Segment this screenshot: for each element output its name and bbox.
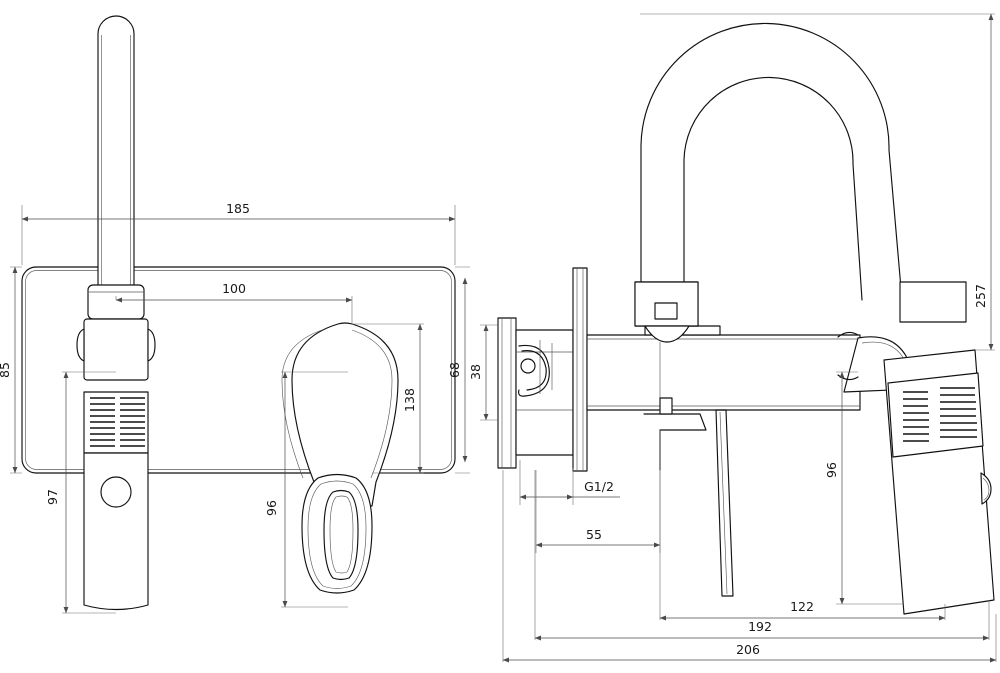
side-valve-detail [518, 340, 553, 397]
front-spout-collar [87, 284, 145, 320]
side-handle-knurl [903, 387, 977, 442]
dim-label-185: 185 [226, 201, 250, 216]
dim-85: 85 [0, 266, 22, 474]
dim-122: 122 [659, 430, 946, 621]
side-handle [837, 281, 995, 615]
dim-label-192: 192 [748, 619, 772, 634]
dim-label-206: 206 [736, 642, 760, 657]
dim-label-G12: G1/2 [584, 479, 614, 494]
dim-label-96-front: 96 [264, 500, 279, 516]
dim-label-257: 257 [973, 284, 988, 308]
dim-38: 38 [468, 324, 498, 421]
dim-138: 138 [352, 323, 424, 474]
dim-96-front: 96 [264, 371, 348, 608]
side-body-arm [586, 325, 861, 411]
front-elevation-view: 185 100 85 138 68 97 [0, 15, 470, 614]
dim-label-55: 55 [586, 527, 602, 542]
side-elevation-view: 38 G1/2 55 96 122 [468, 13, 997, 663]
dim-label-38: 38 [468, 364, 483, 380]
dim-G12: G1/2 [519, 460, 620, 505]
side-spout-arch [634, 22, 903, 343]
dim-206: 206 [502, 470, 997, 663]
dim-257: 257 [640, 13, 995, 351]
dim-label-96-side: 96 [824, 462, 839, 478]
dim-label-97: 97 [45, 489, 60, 505]
dim-100: 100 [115, 281, 353, 324]
dim-label-100: 100 [222, 281, 246, 296]
front-lever [281, 322, 399, 594]
side-escutcheon [497, 267, 588, 472]
front-spout-tube [97, 15, 135, 309]
front-handle-body [76, 318, 156, 611]
side-lift-rod [643, 397, 734, 597]
dim-97: 97 [45, 371, 116, 614]
dim-185: 185 [21, 201, 456, 265]
dim-96-side: 96 [824, 371, 904, 605]
dim-label-122: 122 [790, 599, 814, 614]
dim-68: 68 [447, 266, 470, 474]
dim-label-85: 85 [0, 362, 12, 378]
dim-label-138: 138 [402, 388, 417, 412]
front-handle-knurl [90, 397, 145, 447]
dim-label-68: 68 [447, 362, 462, 378]
dim-192: 192 [534, 470, 990, 641]
